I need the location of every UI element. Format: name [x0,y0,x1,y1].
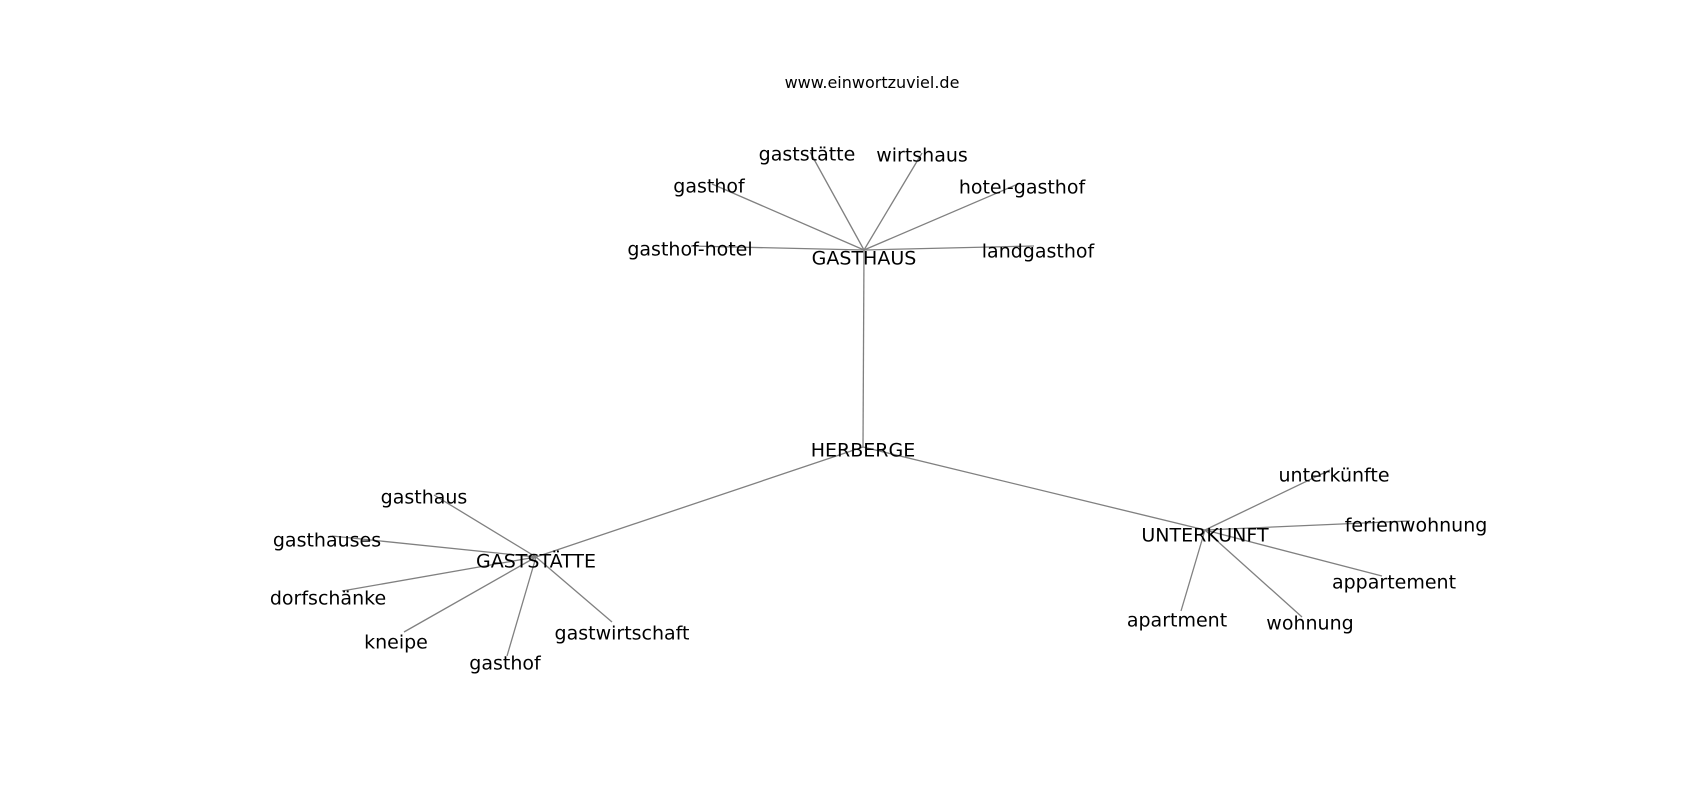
edge-gaststaette-to-gaststaette-gasthof [506,556,537,657]
node-label-gaststaette-dorfschaenke: dorfschänke [270,588,386,610]
edge-gasthaus-to-gasthaus-landgasthof [863,245,1035,251]
edge-unterkunft-to-unterkunft-ferienwohnung [1204,520,1411,531]
edge-gaststaette-to-gaststaette-kneipe [403,556,537,633]
node-label-gasthaus-wirtshaus: wirtshaus [876,145,968,167]
edge-unterkunft-to-unterkunft-appartement [1204,529,1383,577]
node-label-unterkunft-apartment: apartment [1127,610,1227,632]
edge-herberge-to-unterkunft [862,446,1206,531]
edge-gaststaette-to-gaststaette-dorfschaenke [341,556,537,592]
node-label-gaststaette-kneipe: kneipe [364,632,428,654]
edge-gasthaus-to-gasthaus-hotel-gasthof [863,183,1019,251]
node-label-gasthaus: GASTHAUS [812,248,917,270]
edge-gaststaette-to-gaststaette-gasthaus [433,494,537,558]
edge-herberge-to-gasthaus [862,249,865,448]
edge-gasthaus-to-gasthaus-gasthof [711,183,865,251]
edge-gasthaus-to-gasthaus-gaststaette [809,151,865,251]
node-label-gasthaus-gasthof: gasthof [673,176,746,198]
edge-herberge-to-gaststaette [535,446,864,558]
node-label-unterkunft-unterkuenfte: unterkünfte [1278,465,1389,487]
node-label-unterkunft-ferienwohnung: ferienwohnung [1345,515,1488,537]
node-label-herberge: HERBERGE [811,440,915,462]
node-label-gasthaus-gaststaette: gaststätte [759,144,856,166]
node-label-unterkunft-wohnung: wohnung [1266,613,1353,635]
node-label-gasthaus-landgasthof: landgasthof [982,241,1096,263]
nodes-layer: HERBERGE GASTHAUS GASTSTÄTTE UNTERKUNFT gast… [270,144,1487,675]
edge-gaststaette-to-gaststaette-gasthauses [331,535,537,558]
node-label-gaststaette-gasthof: gasthof [469,653,542,675]
edge-unterkunft-to-unterkunft-apartment [1180,529,1206,612]
node-label-unterkunft: UNTERKUNFT [1141,525,1269,547]
source-url: www.einwortzuviel.de [785,73,960,92]
edge-gasthaus-to-gasthaus-gasthof-hotel [690,245,865,251]
node-label-gasthaus-hotel-gasthof: hotel-gasthof [959,177,1087,199]
node-label-gaststaette-gasthaus: gasthaus [381,487,468,509]
edge-gaststaette-to-gaststaette-gastwirtschaft [535,556,613,623]
edges-layer [331,151,1411,657]
edge-unterkunft-to-unterkunft-wohnung [1204,529,1303,618]
node-label-unterkunft-appartement: appartement [1332,572,1456,594]
node-label-gasthaus-gasthof-hotel: gasthof-hotel [627,239,752,261]
node-label-gaststaette: GASTSTÄTTE [476,550,596,573]
node-label-gaststaette-gastwirtschaft: gastwirtschaft [555,623,690,645]
node-label-gaststaette-gasthauses: gasthauses [273,530,381,552]
edge-unterkunft-to-unterkunft-unterkuenfte [1204,469,1331,531]
edge-gasthaus-to-gasthaus-wirtshaus [863,152,923,251]
